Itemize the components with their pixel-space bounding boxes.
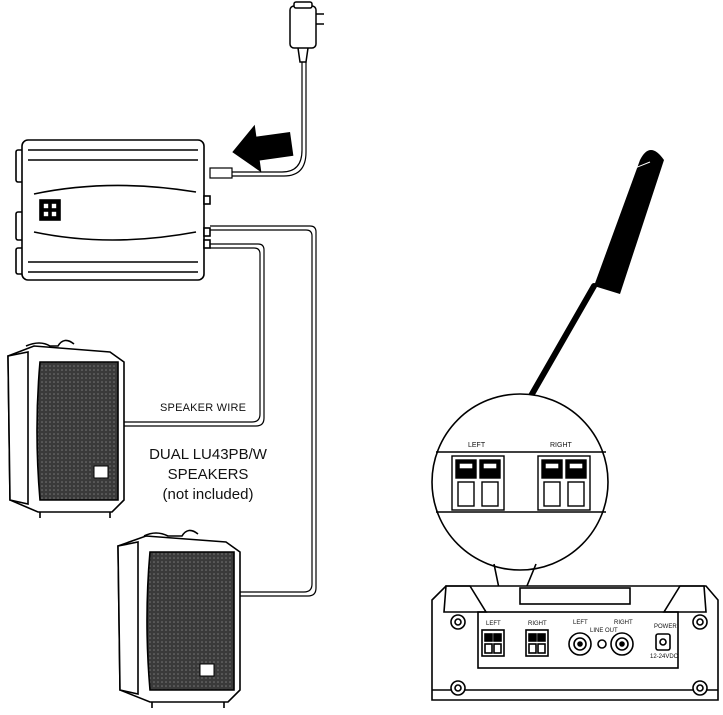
- amplifier-rear-panel: [431, 585, 719, 701]
- caption-line-3: (not included): [162, 486, 254, 503]
- terminal-block-icon: [451, 455, 505, 511]
- caption-line-2: SPEAKERS: [167, 466, 249, 483]
- caption-line-1: DUAL LU43PB/W: [149, 446, 267, 463]
- zoom-left-label: LEFT: [468, 442, 486, 449]
- power-cable: [209, 62, 307, 179]
- terminal-block-icon: [537, 455, 591, 511]
- rear-power-spec: 12-24VDC: [650, 654, 679, 660]
- screwdriver-icon: [521, 150, 664, 411]
- arrow-icon: [232, 124, 294, 173]
- rear-power-label: POWER: [654, 624, 677, 630]
- rear-right-label: RIGHT: [528, 621, 547, 627]
- rear-line-out-label: LINE OUT: [590, 628, 618, 634]
- amplifier-icon: [15, 139, 211, 281]
- speaker-icon: [7, 339, 125, 518]
- speaker-wire-label: SPEAKER WIRE: [160, 402, 247, 414]
- speaker-icon: [117, 529, 241, 708]
- zoom-right-label: RIGHT: [550, 442, 572, 449]
- rear-left-label: LEFT: [486, 621, 501, 627]
- power-adapter-icon: [289, 1, 324, 63]
- rear-out-right-label: RIGHT: [614, 620, 633, 626]
- rear-out-left-label: LEFT: [573, 620, 588, 626]
- speaker-wire-lines: [118, 225, 317, 597]
